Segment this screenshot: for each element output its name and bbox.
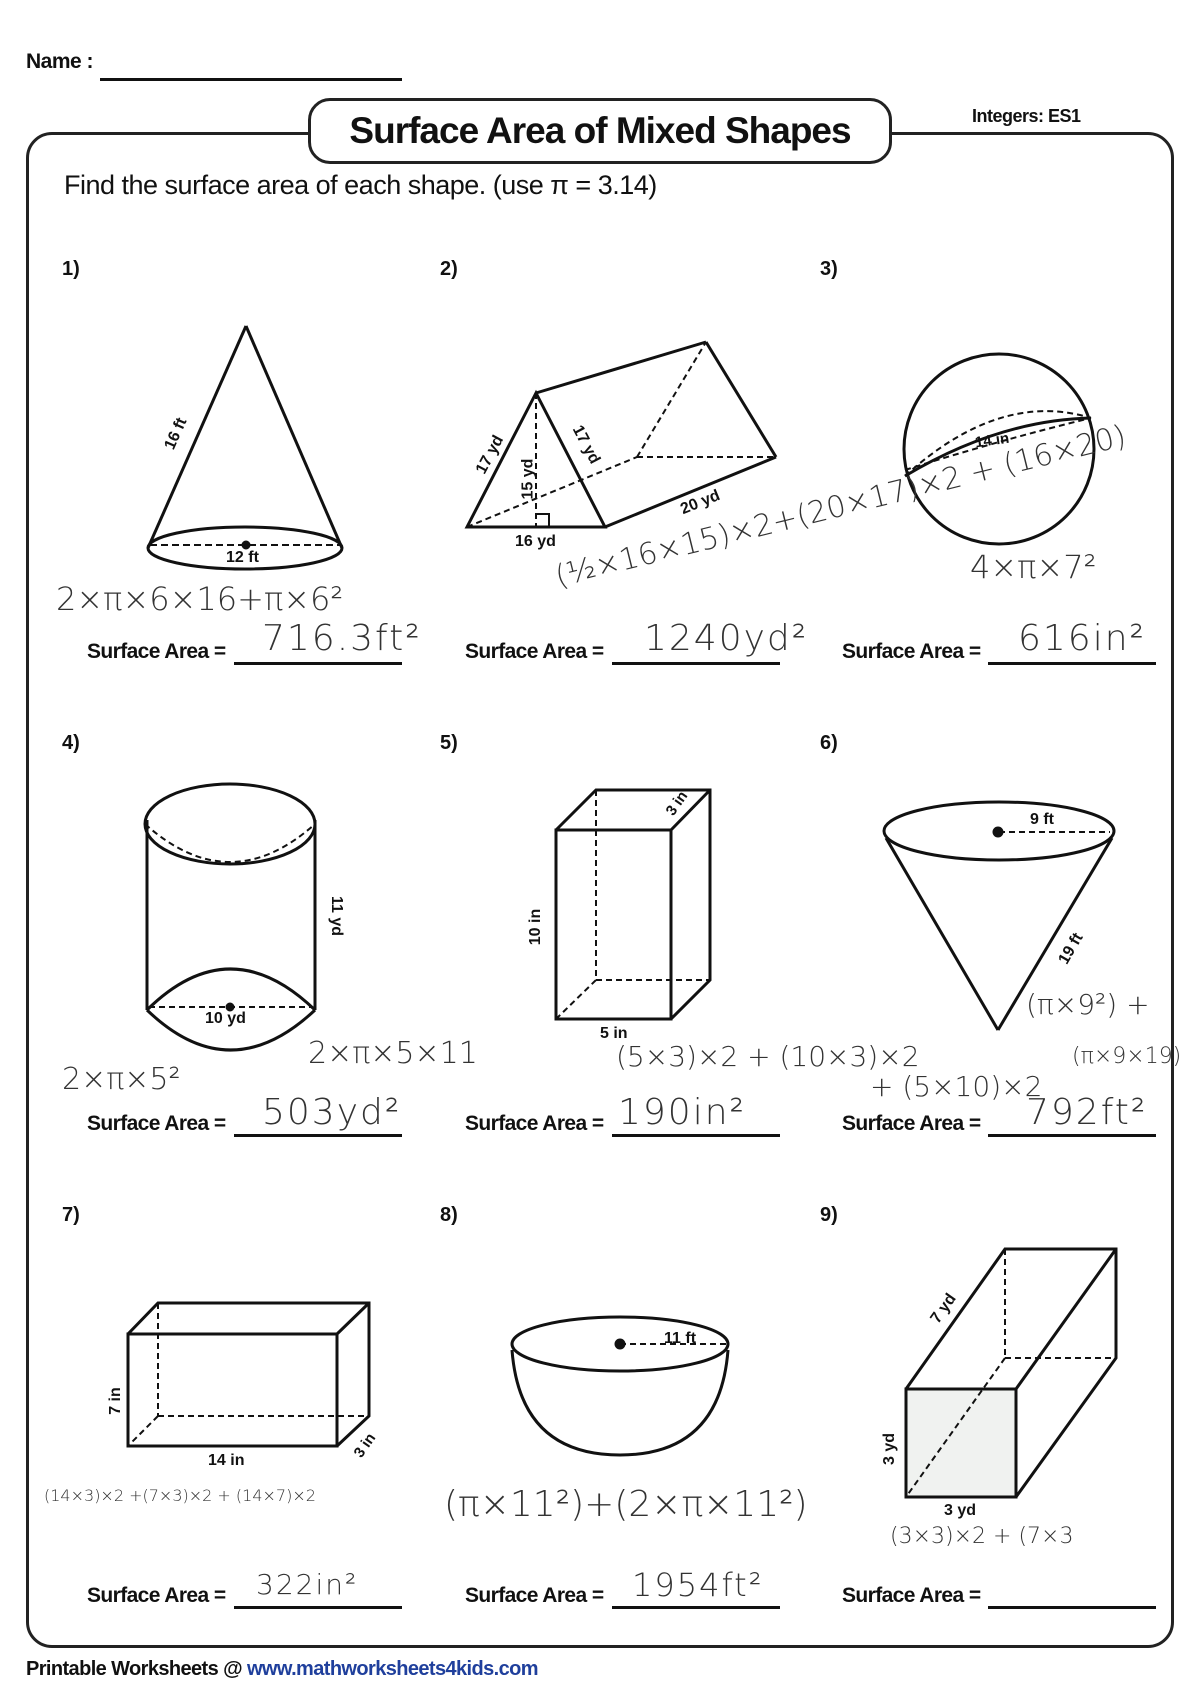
dim-label-9-width: 3 yd — [944, 1502, 977, 1519]
handwritten-work-8: (π×11²)+(2×π×11²) — [444, 1484, 808, 1525]
problem-number-4: 4) — [62, 732, 80, 754]
handwritten-answer-7: 322in² — [256, 1568, 359, 1601]
surface-area-label-7: Surface Area = — [87, 1584, 226, 1607]
handwritten-answer-5: 190in² — [618, 1092, 746, 1133]
rectangular-prism-shape-7 — [126, 1301, 371, 1448]
footer-link[interactable]: www.mathworksheets4kids.com — [246, 1658, 539, 1680]
name-label: Name : — [26, 50, 94, 73]
sphere-shape — [902, 352, 1096, 546]
answer-line-2[interactable] — [612, 662, 780, 665]
handwritten-work-6a: (π×9²) + — [1026, 988, 1150, 1021]
name-input-line[interactable] — [100, 78, 402, 81]
dim-label-7-length: 14 in — [208, 1452, 245, 1469]
handwritten-answer-3: 616in² — [1018, 618, 1146, 659]
answer-line-9[interactable] — [988, 1606, 1156, 1609]
problem-number-5: 5) — [440, 732, 458, 754]
cylinder-shape — [143, 782, 317, 1052]
footer-prefix: Printable Worksheets @ — [26, 1658, 247, 1680]
handwritten-work-9: (3×3)×2 + (7×3 — [890, 1524, 1074, 1549]
handwritten-answer-4: 503yd² — [262, 1092, 402, 1133]
instructions: Find the surface area of each shape. (us… — [64, 170, 657, 200]
dim-label-8-radius: 11 ft — [664, 1330, 697, 1347]
triangular-prism-shape — [464, 340, 778, 529]
handwritten-work-4b: 2×π×5×11 — [308, 1036, 478, 1071]
surface-area-label-5: Surface Area = — [465, 1112, 604, 1135]
handwritten-work-4a: 2×π×5² — [62, 1062, 181, 1097]
surface-area-label-6: Surface Area = — [842, 1112, 981, 1135]
title-text: Surface Area of Mixed Shapes — [349, 110, 851, 151]
hemisphere-shape — [510, 1315, 730, 1457]
handwritten-work-6b: (π×9×19) — [1072, 1044, 1182, 1069]
problem-number-3: 3) — [820, 258, 838, 280]
problem-number-6: 6) — [820, 732, 838, 754]
dim-label-4-height: 11 yd — [328, 895, 346, 937]
handwritten-answer-6: 792ft² — [1026, 1092, 1148, 1133]
worksheet-title: Surface Area of Mixed Shapes — [308, 98, 892, 164]
dim-label-2-base: 16 yd — [515, 533, 556, 550]
answer-line-6[interactable] — [988, 1134, 1156, 1137]
surface-area-label-9: Surface Area = — [842, 1584, 981, 1607]
handwritten-work-1: 2×π×6×16+π×6² — [56, 580, 344, 618]
answer-line-4[interactable] — [234, 1134, 402, 1137]
handwritten-work-3: 4×π×7² — [970, 548, 1097, 586]
worksheet-code: Integers: ES1 — [972, 106, 1081, 126]
answer-line-1[interactable] — [234, 662, 402, 665]
problem-number-2: 2) — [440, 258, 458, 280]
problem-number-8: 8) — [440, 1204, 458, 1226]
problem-number-1: 1) — [62, 258, 80, 280]
dim-label-7-height: 7 in — [106, 1387, 124, 1415]
answer-line-3[interactable] — [988, 662, 1156, 665]
handwritten-work-5a: (5×3)×2 + (10×3)×2 — [616, 1040, 920, 1073]
surface-area-label-2: Surface Area = — [465, 640, 604, 663]
dim-label-5-width: 5 in — [600, 1025, 628, 1042]
surface-area-label-3: Surface Area = — [842, 640, 981, 663]
answer-line-5[interactable] — [612, 1134, 780, 1137]
rectangular-prism-shape-9 — [904, 1247, 1118, 1499]
cone-shape-1 — [146, 325, 344, 571]
answer-line-8[interactable] — [612, 1606, 780, 1609]
surface-area-label-8: Surface Area = — [465, 1584, 604, 1607]
surface-area-label-4: Surface Area = — [87, 1112, 226, 1135]
handwritten-work-7: (14×3)×2 +(7×3)×2 + (14×7)×2 — [44, 1486, 316, 1505]
dim-label-9-height: 3 yd — [881, 1432, 899, 1466]
footer: Printable Worksheets @ www.mathworksheet… — [26, 1658, 539, 1681]
dim-label-5-height: 10 in — [527, 908, 545, 946]
rectangular-prism-shape-5 — [554, 788, 712, 1021]
dim-label-4-diameter: 10 yd — [205, 1010, 246, 1027]
handwritten-answer-2: 1240yd² — [644, 618, 809, 659]
handwritten-work-5b: + (5×10)×2 — [870, 1070, 1043, 1103]
problem-number-9: 9) — [820, 1204, 838, 1226]
dim-label-1-diameter: 12 ft — [226, 549, 259, 566]
dim-label-6-radius: 9 ft — [1030, 811, 1054, 828]
handwritten-answer-8: 1954ft² — [632, 1566, 764, 1604]
problem-number-7: 7) — [62, 1204, 80, 1226]
inverted-cone-shape — [882, 800, 1116, 1031]
surface-area-label-1: Surface Area = — [87, 640, 226, 663]
handwritten-answer-1: 716.3ft² — [262, 618, 422, 659]
dim-label-2-height: 15 yd — [519, 458, 537, 500]
answer-line-7[interactable] — [234, 1606, 402, 1609]
